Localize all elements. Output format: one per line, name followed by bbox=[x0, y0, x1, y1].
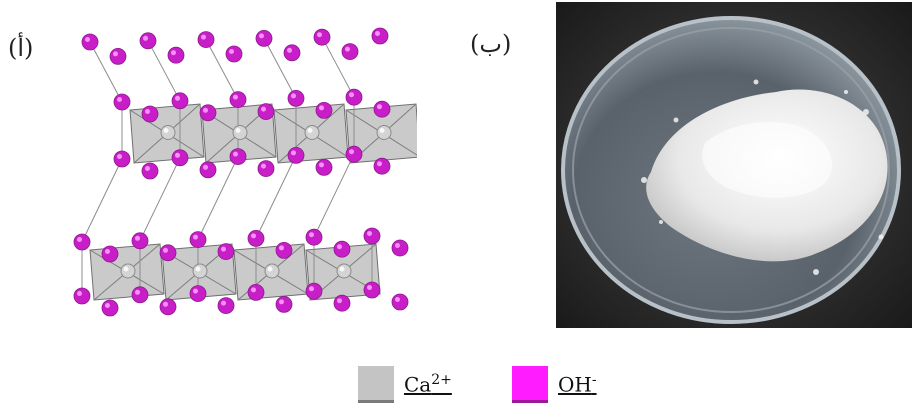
oh-atom bbox=[139, 32, 157, 50]
oh-atom bbox=[333, 240, 351, 258]
oh-atom bbox=[373, 100, 391, 118]
oh-atom bbox=[305, 282, 323, 300]
oh-atom bbox=[305, 228, 323, 246]
ca-octahedra-layers bbox=[89, 103, 417, 301]
crystal-structure-diagram bbox=[73, 27, 417, 317]
oh-atom bbox=[275, 295, 293, 313]
ca-swatch bbox=[358, 366, 394, 403]
oh-atom bbox=[167, 46, 185, 64]
oh-atom bbox=[363, 281, 381, 299]
powder-grains bbox=[641, 79, 884, 275]
cell-edge bbox=[139, 157, 181, 242]
oh-atom bbox=[257, 103, 275, 120]
oh-atom bbox=[199, 104, 217, 122]
oh-atom bbox=[81, 33, 99, 51]
oh-atom bbox=[287, 90, 305, 107]
oh-swatch bbox=[512, 366, 548, 403]
oh-atom bbox=[113, 93, 131, 111]
unit-cell-edges bbox=[81, 36, 373, 296]
oh-atom bbox=[109, 48, 127, 65]
oh-atom bbox=[159, 298, 177, 316]
oh-atom bbox=[341, 43, 359, 60]
oh-atom bbox=[199, 161, 217, 179]
oh-atom bbox=[101, 299, 119, 317]
panel-label-b: (ب) bbox=[470, 30, 512, 58]
oh-atom bbox=[391, 293, 409, 311]
ca-atom bbox=[264, 263, 280, 279]
oh-atom bbox=[373, 157, 391, 175]
oh-atom bbox=[73, 233, 91, 251]
oh-atom bbox=[171, 92, 189, 110]
oh-atom bbox=[283, 44, 301, 62]
legend-label-ca: Ca2+ bbox=[404, 372, 452, 397]
oh-atom bbox=[131, 286, 149, 304]
oh-atom bbox=[189, 285, 207, 303]
cell-edge bbox=[255, 155, 297, 239]
oh-atom bbox=[345, 145, 363, 163]
oh-atom bbox=[159, 244, 177, 262]
ca-atoms bbox=[120, 125, 392, 279]
oh-atom bbox=[257, 160, 275, 178]
oh-atom bbox=[313, 28, 331, 46]
oh-atom bbox=[73, 287, 91, 305]
oh-atom bbox=[371, 27, 389, 45]
ca-atom bbox=[160, 125, 176, 140]
ca-atom bbox=[120, 263, 136, 279]
oh-atom bbox=[345, 88, 363, 106]
oh-atom bbox=[189, 231, 207, 249]
legend-label-oh: OH- bbox=[558, 372, 597, 397]
oh-atom bbox=[391, 239, 409, 257]
ca-atom bbox=[192, 263, 208, 279]
oh-atom bbox=[101, 245, 119, 263]
oh-atom bbox=[131, 232, 149, 250]
cell-edge bbox=[197, 156, 239, 240]
oh-atom bbox=[225, 45, 243, 63]
oh-atom bbox=[217, 243, 235, 261]
oh-atom bbox=[333, 294, 351, 312]
ca-atom bbox=[376, 125, 392, 140]
oh-atom bbox=[255, 30, 273, 47]
oh-atom bbox=[287, 146, 305, 164]
cell-edge bbox=[205, 39, 239, 100]
oh-atom bbox=[315, 102, 333, 119]
oh-atom bbox=[141, 162, 159, 180]
cell-edge bbox=[263, 38, 297, 99]
oh-atom bbox=[141, 105, 159, 123]
oh-atom bbox=[229, 91, 247, 108]
oh-atoms bbox=[73, 27, 409, 317]
panel-label-a: (أ) bbox=[8, 34, 34, 62]
cell-edge bbox=[313, 153, 355, 238]
oh-atom bbox=[113, 150, 131, 168]
oh-atom bbox=[247, 229, 265, 247]
oh-atom bbox=[247, 283, 265, 301]
powder-photo bbox=[556, 2, 912, 328]
oh-atom bbox=[171, 149, 189, 167]
oh-atom bbox=[217, 297, 235, 315]
ca-atom bbox=[304, 125, 320, 140]
cell-edge bbox=[81, 158, 123, 243]
cell-edge bbox=[89, 41, 123, 103]
ca-atom bbox=[336, 263, 352, 279]
oh-atom bbox=[197, 31, 215, 48]
cell-edge bbox=[321, 36, 355, 98]
oh-atom bbox=[315, 158, 333, 176]
oh-atom bbox=[229, 148, 247, 166]
oh-atom bbox=[363, 227, 381, 245]
ca-atom bbox=[232, 125, 248, 140]
oh-atom bbox=[275, 241, 293, 259]
cell-edge bbox=[147, 40, 181, 102]
